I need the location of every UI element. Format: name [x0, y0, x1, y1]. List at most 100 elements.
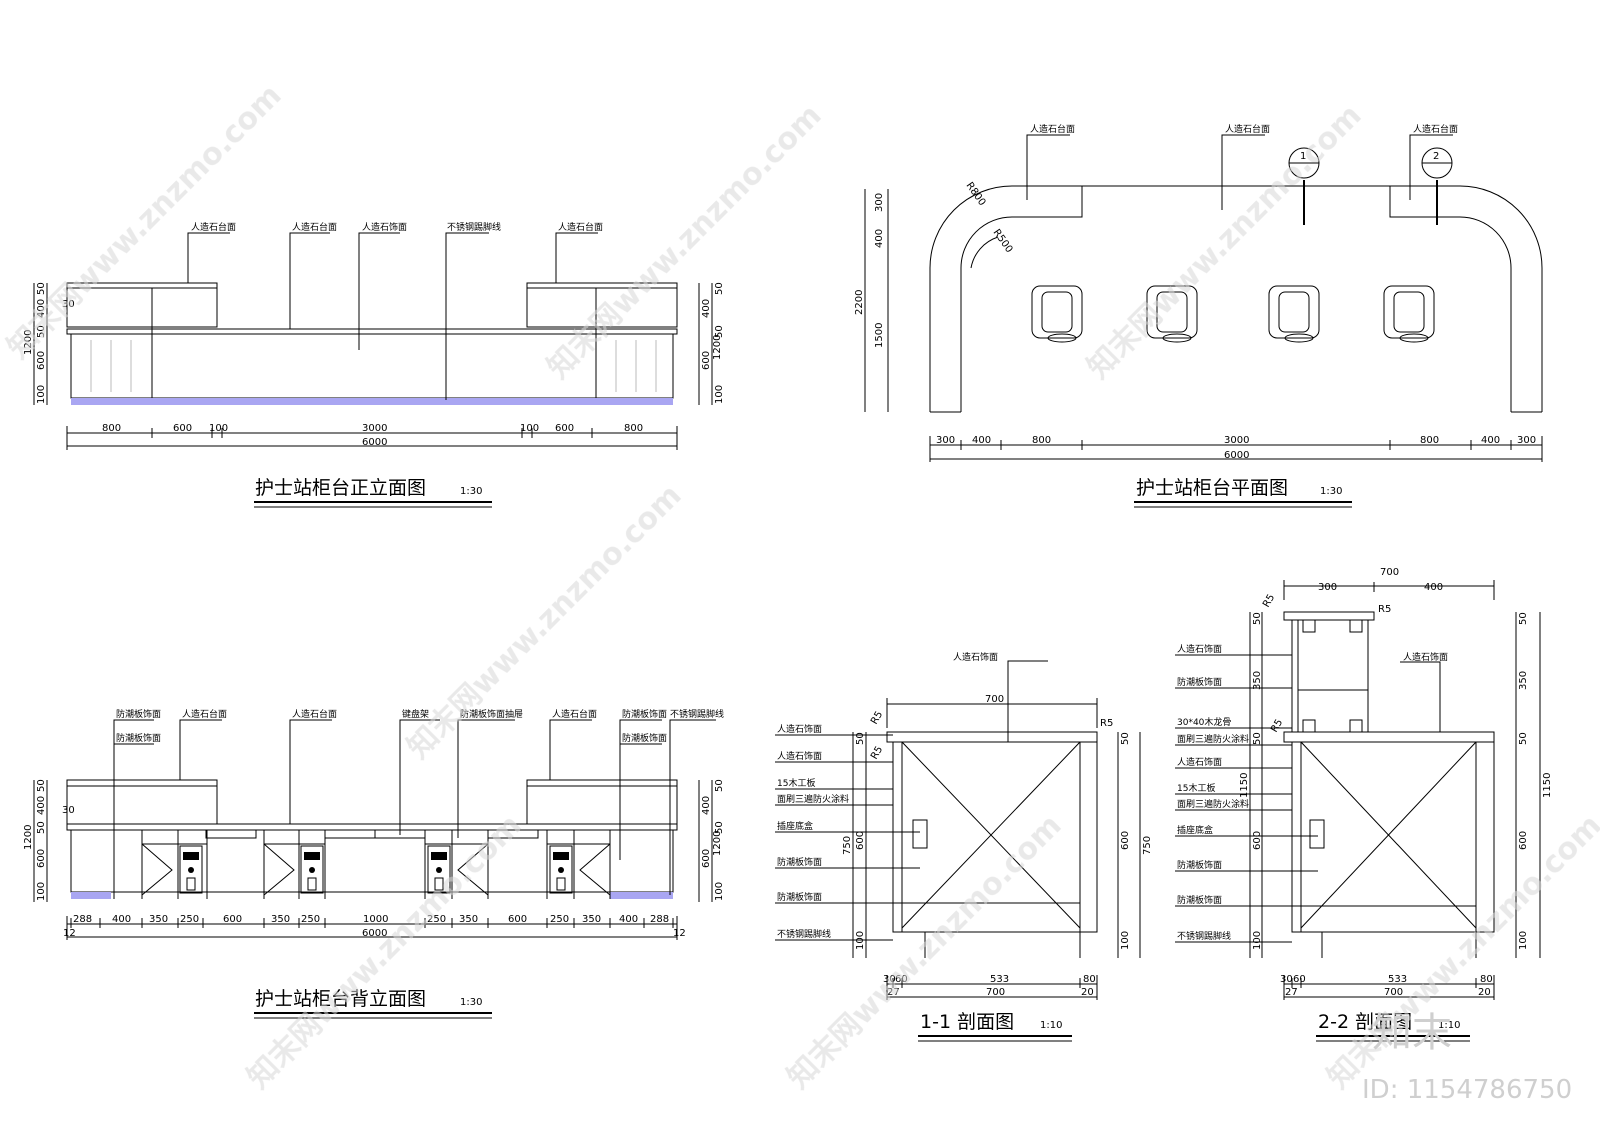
plan-dim-b1: 300 — [936, 435, 955, 446]
front-dim-total: 6000 — [362, 437, 387, 448]
sec2-dim-ltotal: 1150 — [1239, 773, 1250, 798]
back-note-30: 30 — [62, 805, 75, 816]
chair-icon — [1031, 285, 1083, 343]
back-dim-b15: 288 — [650, 914, 669, 925]
front-dim-b5: 100 — [520, 423, 539, 434]
sec2-label-3: 30*40木龙骨 — [1177, 716, 1231, 728]
sec2-dim-r3: 50 — [1518, 732, 1529, 745]
back-dim-r5: 100 — [714, 882, 725, 901]
brand-logo: 知末 — [1372, 1010, 1452, 1056]
sec1-label-7: 防潮板饰面 — [777, 891, 822, 903]
plan-dim-ltotal: 2200 — [854, 290, 865, 315]
sec1-r5-a: R5 — [869, 709, 885, 726]
sec2-dim-l1: 50 — [1252, 612, 1263, 625]
back-dim-b12: 250 — [550, 914, 569, 925]
sec1-dim-r3: 100 — [1120, 931, 1131, 950]
front-dim-b2: 600 — [173, 423, 192, 434]
sec2-dim-l2: 350 — [1252, 671, 1263, 690]
plan-dim-b4: 3000 — [1224, 435, 1249, 446]
sec2-dim-l5: 100 — [1252, 931, 1263, 950]
back-dim-r1: 50 — [714, 779, 725, 792]
sec2-dim-rtotal: 1150 — [1542, 773, 1553, 798]
sec1-dim-l2: 600 — [855, 831, 866, 850]
front-dim-l1: 50 — [36, 282, 47, 295]
front-dim-l2: 400 — [36, 299, 47, 318]
back-dim-r4: 600 — [701, 849, 712, 868]
back-label-2: 防潮板饰面 — [116, 732, 161, 744]
sec1-dim-top: 700 — [985, 694, 1004, 705]
plan-dim-b3: 800 — [1032, 435, 1051, 446]
plan-dim-b5: 800 — [1420, 435, 1439, 446]
back-label-8: 防潮板饰面 — [622, 708, 667, 720]
front-dim-l4: 600 — [36, 351, 47, 370]
computer-host-icon — [549, 845, 573, 894]
front-note-30: 30 — [62, 299, 75, 310]
plan-r500: R500 — [991, 227, 1015, 255]
sec2-label-2: 防潮板饰面 — [1177, 676, 1222, 688]
sec2-label-1: 人造石饰面 — [1177, 643, 1222, 655]
sec1-dim-b4: 80 — [1083, 974, 1096, 985]
front-dim-b4: 3000 — [362, 423, 387, 434]
sec2-dim-l4: 600 — [1252, 831, 1263, 850]
plan-view: 人造石台面 人造石台面 人造石台面 1 2 R800 R500 300 400 … — [854, 123, 1543, 508]
sec1-dim-c1: 27 — [887, 987, 900, 998]
front-elevation: 人造石台面 人造石台面 人造石饰面 不锈钢踢脚线 人造石台面 800 600 1… — [23, 221, 725, 508]
watermark-text: 知末网www.znzmo.com — [401, 478, 689, 766]
sec1-dim-l3: 100 — [855, 931, 866, 950]
back-label-10: 不锈钢踢脚线 — [670, 708, 724, 720]
plan-dim-b2: 400 — [972, 435, 991, 446]
back-label-5: 键盘架 — [402, 708, 429, 720]
plan-title: 护士站柜台平面图 — [1136, 477, 1288, 499]
sec1-dim-b3: 533 — [990, 974, 1009, 985]
sec2-r5-a: R5 — [1261, 592, 1277, 609]
chair-icon — [1383, 285, 1435, 343]
watermark-layer: 知末网www.znzmo.com 知末网www.znzmo.com 知末网www… — [1, 78, 1600, 1096]
sec2-label-7: 面刷三遍防火涂料 — [1177, 798, 1249, 810]
front-dim-r3: 50 — [714, 325, 725, 338]
sec2-label-11: 不锈钢踢脚线 — [1177, 930, 1231, 942]
sec2-dim-top: 700 — [1380, 567, 1399, 578]
front-label-1: 人造石台面 — [191, 221, 236, 233]
socket-box-icon — [1309, 819, 1325, 849]
sec1-label-5: 插座底盒 — [777, 820, 813, 832]
sec2-dim-top-a: 300 — [1318, 582, 1337, 593]
sec1-dim-ltotal: 750 — [842, 836, 853, 855]
chair-icon — [1268, 285, 1320, 343]
back-dim-b8: 1000 — [363, 914, 388, 925]
front-dim-r1: 50 — [714, 282, 725, 295]
front-label-4: 不锈钢踢脚线 — [447, 221, 501, 233]
sec2-r5-c: R5 — [1269, 717, 1285, 734]
sec2-scale: 1:10 — [1438, 1020, 1460, 1031]
front-dim-l5: 100 — [36, 385, 47, 404]
sec2-dim-top-b: 400 — [1424, 582, 1443, 593]
sec2-dim-r5: 100 — [1518, 931, 1529, 950]
section-1-1: 人造石饰面 人造石饰面 人造石饰面 15木工板 面刷三遍防火涂料 插座底盒 防潮… — [775, 651, 1153, 1042]
sec2-dim-b3: 533 — [1388, 974, 1407, 985]
back-scale: 1:30 — [460, 997, 482, 1008]
section-2-2: 人造石饰面 人造石饰面 防潮板饰面 30*40木龙骨 面刷三遍防火涂料 人造石饰… — [1175, 567, 1553, 1042]
front-dim-b6: 600 — [555, 423, 574, 434]
front-dim-r5: 100 — [714, 385, 725, 404]
back-dim-end-l: 12 — [63, 928, 76, 939]
sec1-label-8: 不锈钢踢脚线 — [777, 928, 831, 940]
sec1-dim-r1: 50 — [1120, 732, 1131, 745]
plan-dim-total: 6000 — [1224, 450, 1249, 461]
back-dim-b14: 400 — [619, 914, 638, 925]
sec2-dim-b2: 60 — [1293, 974, 1306, 985]
computer-host-icon — [427, 845, 451, 894]
socket-box-icon — [912, 819, 928, 849]
front-title: 护士站柜台正立面图 — [255, 477, 426, 499]
back-dim-b9: 250 — [427, 914, 446, 925]
front-label-2: 人造石台面 — [292, 221, 337, 233]
sec1-label-1: 人造石饰面 — [777, 723, 822, 735]
sec2-label-4: 面刷三遍防火涂料 — [1177, 733, 1249, 745]
watermark-text: 知末网www.znzmo.com — [1081, 98, 1369, 386]
plan-label-3: 人造石台面 — [1413, 123, 1458, 135]
back-dim-b6: 350 — [271, 914, 290, 925]
sec2-dim-b4: 80 — [1480, 974, 1493, 985]
sec1-label-6: 防潮板饰面 — [777, 856, 822, 868]
front-dim-r4: 600 — [701, 351, 712, 370]
sec1-label-4: 面刷三遍防火涂料 — [777, 793, 849, 805]
plan-dim-l1: 300 — [874, 193, 885, 212]
plan-label-2: 人造石台面 — [1225, 123, 1270, 135]
